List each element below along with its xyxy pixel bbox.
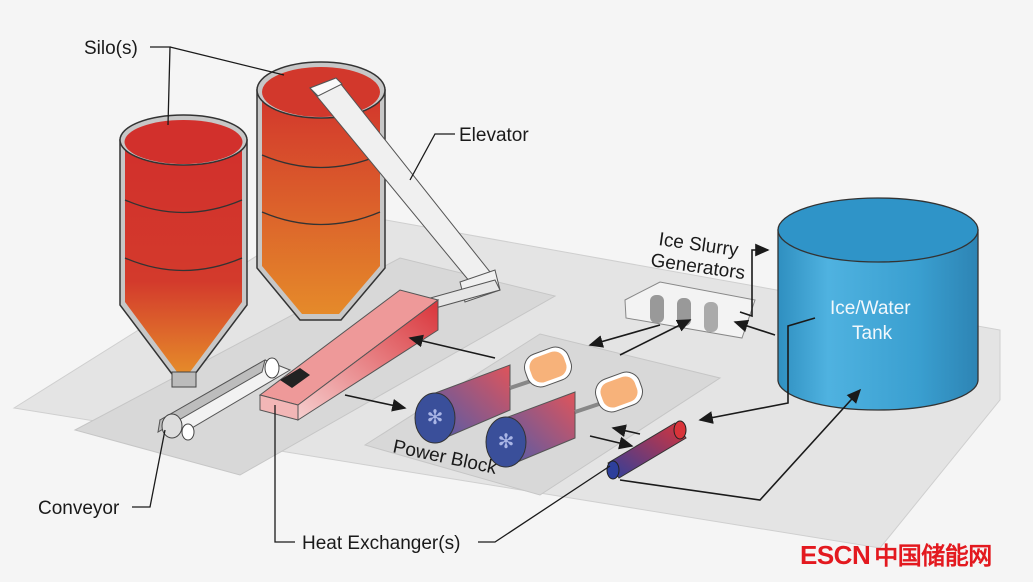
label-tank-line2: Tank xyxy=(852,323,893,344)
generator-1 xyxy=(524,346,572,388)
watermark-latin: ESCN xyxy=(800,540,871,570)
conveyor xyxy=(157,357,292,441)
label-silos: Silo(s) xyxy=(84,38,138,59)
generator-2 xyxy=(595,371,643,413)
label-elevator: Elevator xyxy=(459,125,529,146)
label-heat-exchangers: Heat Exchanger(s) xyxy=(302,533,460,554)
ice-slurry-generators xyxy=(624,281,756,339)
svg-text:✻: ✻ xyxy=(427,407,444,429)
label-conveyor: Conveyor xyxy=(38,498,120,519)
watermark-chinese: 中国储能网 xyxy=(874,542,992,570)
turbine-2: ✻ xyxy=(485,391,606,468)
cold-heat-exchanger-pipe xyxy=(606,420,687,480)
ice-water-tank xyxy=(777,197,979,411)
label-tank-line1: Ice/Water xyxy=(830,298,911,319)
heat-exchanger-box xyxy=(258,289,440,421)
silo-left xyxy=(119,114,248,388)
turbine-1: ✻ xyxy=(414,364,541,444)
leader-lines xyxy=(132,46,611,543)
svg-text:✻: ✻ xyxy=(498,431,515,453)
flow-arrows xyxy=(344,243,862,501)
